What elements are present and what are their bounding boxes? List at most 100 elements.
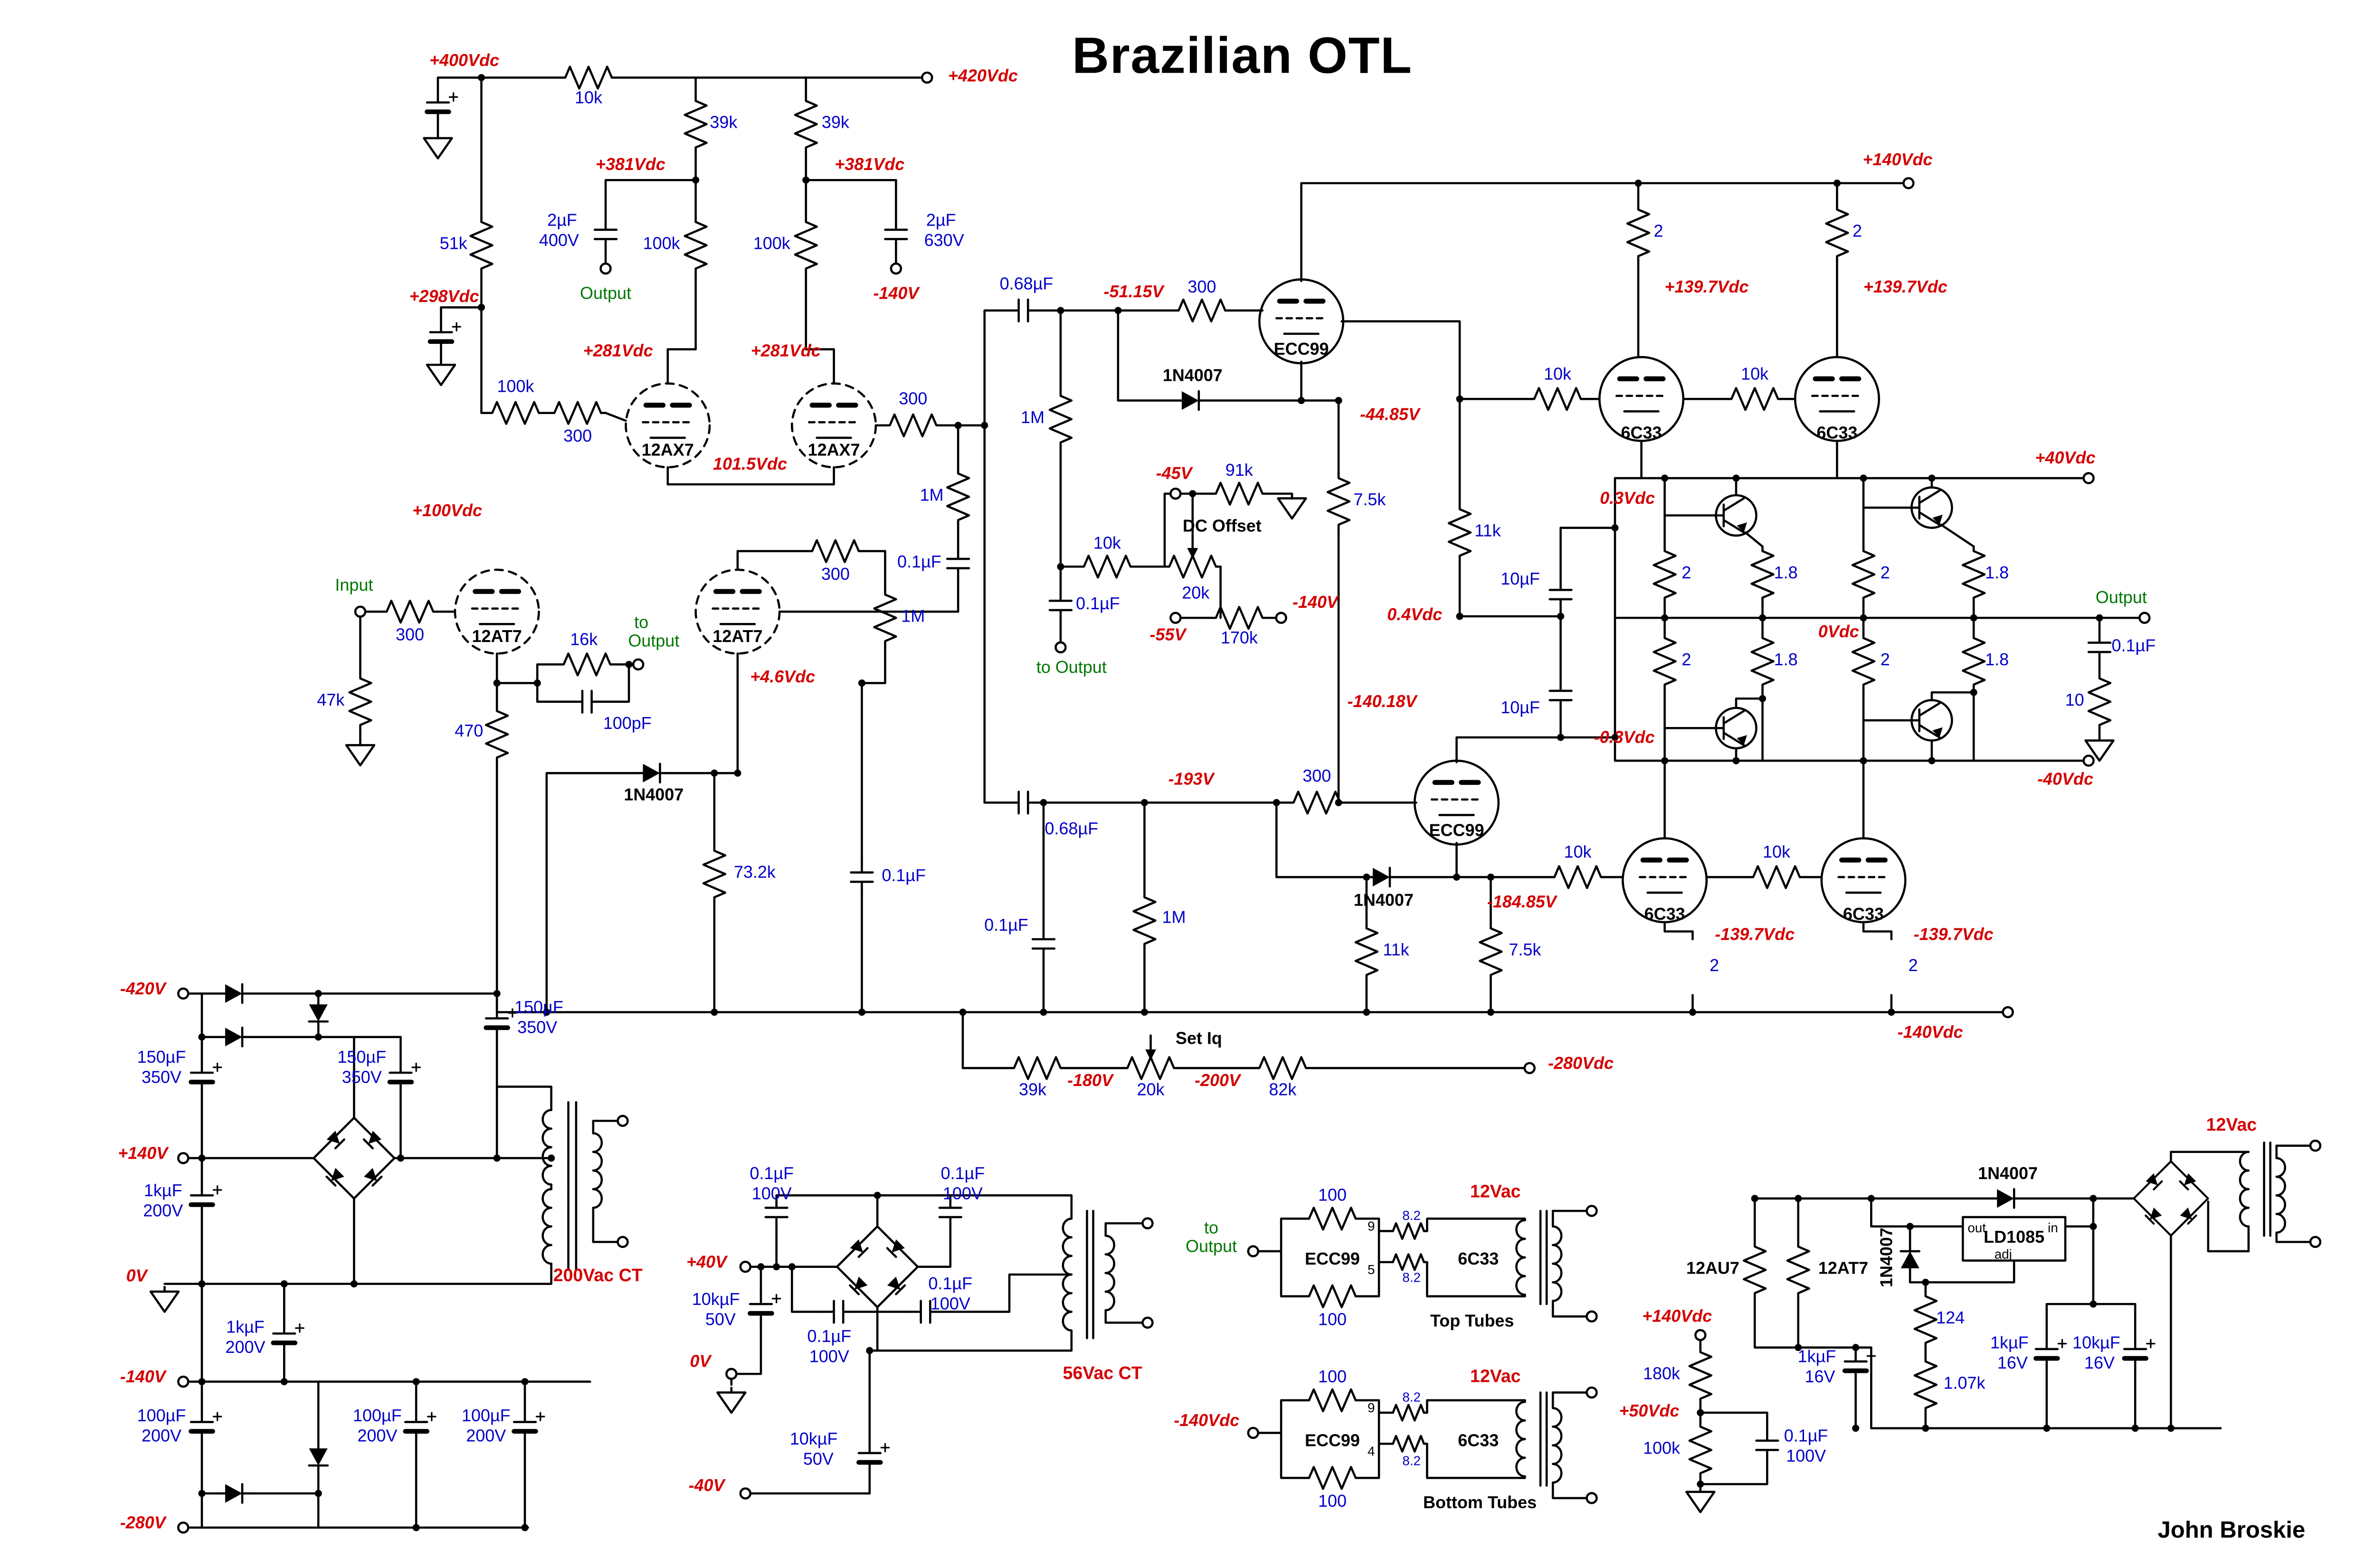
label-7.5k: 7.5k [1353, 491, 1386, 510]
label-8.2: 8.2 [1402, 1389, 1421, 1405]
label-630v: 630V [924, 232, 964, 251]
label-ecc99: ECC99 [1273, 340, 1329, 359]
label-10k: 10k [1741, 365, 1769, 385]
label-101.5vdc: 101.5Vdc [713, 455, 787, 474]
label--140v: -140V [873, 284, 919, 304]
label-0.1µf: 0.1µF [2111, 637, 2156, 656]
label-2: 2 [1682, 564, 1691, 583]
label-out: out [1967, 1219, 1986, 1236]
label--139.7vdc: -139.7Vdc [1715, 926, 1795, 945]
label-200v: 200V [141, 1427, 182, 1446]
label-100v: 100V [1786, 1447, 1826, 1466]
label-50v: 50V [705, 1311, 736, 1330]
label-10k: 10k [1093, 535, 1121, 554]
label-8.2: 8.2 [1402, 1453, 1421, 1468]
label--139.7vdc: -139.7Vdc [1913, 926, 1994, 945]
label-91k: 91k [1225, 462, 1253, 481]
label-150µf: 150µF [137, 1048, 186, 1067]
label-350v: 350V [342, 1068, 382, 1088]
label-100: 100 [1318, 1311, 1347, 1330]
label--40vdc: -40Vdc [2037, 771, 2094, 790]
label-12at7: 12AT7 [472, 628, 522, 647]
label-47k: 47k [317, 691, 345, 710]
label--55v: -55V [1150, 626, 1186, 645]
label-100k: 100k [497, 378, 534, 397]
label-100v: 100V [809, 1348, 849, 1367]
label-to-output: to Output [1036, 659, 1107, 678]
label-150µf: 150µF [337, 1048, 387, 1067]
junction-dots [198, 74, 2175, 1531]
label--140vdc: -140Vdc [1174, 1412, 1240, 1431]
author-credit: John Broskie [2157, 1517, 2306, 1544]
label-6c33: 6C33 [1644, 906, 1685, 925]
label-12at7: 12AT7 [1818, 1259, 1869, 1279]
label-9: 9 [1367, 1400, 1375, 1416]
label-+140v: +140V [118, 1145, 168, 1164]
label-100pf: 100pF [603, 715, 652, 734]
label-400v: 400V [539, 232, 579, 251]
label-+50vdc: +50Vdc [1619, 1402, 1680, 1421]
label--184.85v: -184.85V [1487, 893, 1557, 912]
label-+381vdc: +381Vdc [835, 156, 905, 175]
label-100k: 100k [753, 235, 790, 254]
label-ld1085: LD1085 [1984, 1228, 2045, 1247]
label-6c33: 6C33 [1458, 1432, 1499, 1451]
label-output: Output [580, 284, 631, 304]
label-0.4vdc: 0.4Vdc [1387, 606, 1443, 625]
label-124: 124 [1936, 1309, 1965, 1328]
label-2: 2 [1880, 564, 1890, 583]
label-0.1µf: 0.1µF [807, 1328, 852, 1347]
label--140.18v: -140.18V [1347, 693, 1417, 712]
label-300: 300 [1188, 278, 1216, 298]
label-5: 5 [1367, 1262, 1375, 1277]
label-1.8: 1.8 [1985, 651, 2009, 670]
label-in: in [2048, 1219, 2058, 1236]
label-6c33: 6C33 [1816, 425, 1858, 444]
label-output: Output [628, 633, 680, 652]
label-7.5k: 7.5k [1509, 941, 1541, 961]
label-16v: 16V [1805, 1368, 1835, 1388]
wiring-input-stage [359, 76, 986, 1013]
label-100µf: 100µF [137, 1407, 186, 1426]
label-0v: 0V [126, 1267, 147, 1286]
label-1m: 1M [1162, 909, 1186, 928]
label-0v: 0V [690, 1353, 711, 1372]
label-300: 300 [1302, 767, 1331, 786]
label-6c33: 6C33 [1458, 1250, 1499, 1269]
label-150µf: 150µF [514, 999, 563, 1018]
label-200v: 200V [143, 1202, 183, 1221]
label-12vac: 12Vac [1470, 1183, 1521, 1202]
label-output: Output [1185, 1238, 1237, 1257]
label-0.1µf: 0.1µF [940, 1165, 985, 1184]
label-1kµf: 1kµF [226, 1319, 265, 1338]
label-2: 2 [1710, 957, 1720, 976]
label-100v: 100V [942, 1185, 983, 1204]
label-1m: 1M [901, 607, 925, 627]
label-4: 4 [1367, 1443, 1375, 1459]
label-100k: 100k [643, 235, 680, 254]
label-2: 2 [1908, 957, 1918, 976]
label-12vac: 12Vac [2206, 1116, 2257, 1135]
label-12at7: 12AT7 [712, 628, 763, 647]
label-10kµf: 10kµF [789, 1430, 838, 1449]
label-10: 10 [2065, 691, 2084, 710]
label-+140vdc: +140Vdc [1642, 1308, 1712, 1327]
label-6c33: 6C33 [1843, 906, 1884, 925]
label-+139.7vdc: +139.7Vdc [1863, 278, 1948, 298]
label-0.1µf: 0.1µF [1075, 595, 1120, 614]
label-100µf: 100µF [461, 1407, 511, 1426]
label-10µf: 10µF [1501, 570, 1540, 589]
label--45v: -45V [1156, 465, 1192, 484]
label-0.1µf: 0.1µF [882, 867, 926, 886]
label--140v: -140V [120, 1368, 166, 1388]
wiring-lower-driver [983, 736, 1624, 1013]
label-200v: 200V [357, 1427, 398, 1446]
label-2: 2 [1682, 651, 1691, 670]
label-11k: 11k [1474, 522, 1501, 541]
label-+400vdc: +400Vdc [429, 52, 499, 71]
label-2: 2 [1852, 223, 1862, 242]
label-12ax7: 12AX7 [641, 442, 694, 461]
label-200vac-ct: 200Vac CT [553, 1267, 643, 1286]
label-0.1µf: 0.1µF [984, 916, 1028, 935]
